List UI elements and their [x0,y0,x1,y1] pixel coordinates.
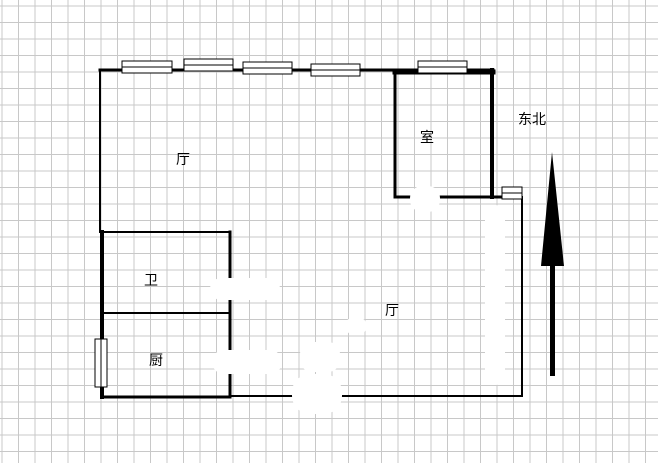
door-bath [210,278,280,300]
window-4 [310,63,361,77]
door-mid [346,318,366,334]
window-5 [417,60,468,74]
door-bedroom [410,186,440,212]
room-label-kitchen: 厨 [149,353,163,369]
room-label-hall-lower: 厅 [385,303,399,319]
door-right-side [485,205,505,385]
door-kitchen [212,350,282,374]
room-label-hall-upper: 厅 [176,152,190,168]
window-2 [183,58,234,72]
room-label-bedroom: 室 [420,130,434,146]
orientation-label: 东北 [518,112,546,128]
room-label-bathroom: 卫 [144,273,158,289]
windows [94,58,523,388]
north-arrow-icon [541,152,564,376]
window-6 [501,186,523,200]
door-hall-center [300,342,340,372]
door-openings [210,186,505,414]
window-1 [121,60,173,74]
window-7 [94,338,108,388]
window-3 [242,61,293,75]
door-entry [292,374,342,414]
